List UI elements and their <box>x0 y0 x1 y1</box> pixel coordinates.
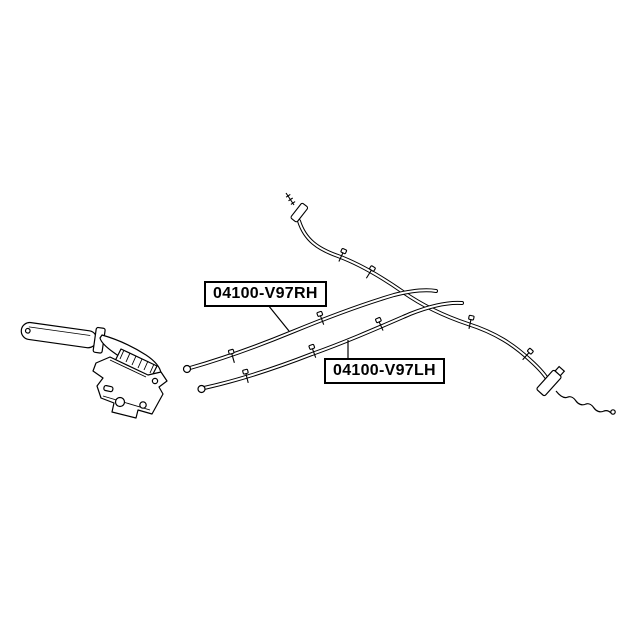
leader-line-rh <box>267 304 290 332</box>
threaded-rod-drawing <box>285 192 309 223</box>
cable-clip <box>338 248 348 262</box>
cable-clip <box>365 265 376 279</box>
part-label-lh: 04100-V97LH <box>324 358 445 384</box>
cable-lh-drawing <box>202 300 464 390</box>
cable-clip <box>308 343 317 358</box>
cable-clip <box>375 316 384 331</box>
handbrake-lever-drawing <box>20 321 168 419</box>
cable-clips <box>227 248 534 383</box>
cable-end-fitting-drawing <box>536 365 566 397</box>
cable-clip <box>468 314 475 330</box>
cable-rh-drawing <box>188 219 551 384</box>
cable-clip <box>227 348 235 363</box>
part-label-rh: 04100-V97RH <box>204 281 327 307</box>
cable-clip <box>522 347 534 361</box>
return-spring-drawing <box>555 390 616 415</box>
cable-clip <box>316 310 325 325</box>
cable-clip <box>242 368 249 383</box>
cable-eyelet-drawing <box>182 364 206 394</box>
